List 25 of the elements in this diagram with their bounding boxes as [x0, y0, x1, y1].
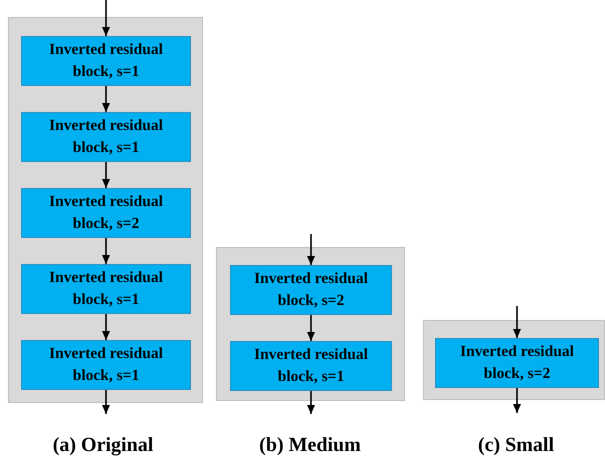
arrow — [513, 388, 521, 413]
process-box: Inverted residual block, s=2 — [230, 265, 392, 315]
panel-background — [216, 247, 405, 401]
arrow — [307, 315, 315, 341]
process-box: Inverted residual block, s=2 — [21, 188, 191, 238]
panel-caption: (a) Original — [52, 434, 154, 457]
arrow — [307, 234, 315, 265]
arrow — [102, 238, 110, 264]
panel-background — [423, 320, 605, 400]
arrow — [102, 162, 110, 188]
process-box: Inverted residual block, s=1 — [230, 341, 392, 391]
panel-caption: (b) Medium — [259, 434, 361, 457]
panel-caption: (c) Small — [478, 434, 554, 457]
arrow — [102, 0, 110, 36]
process-box: Inverted residual block, s=2 — [435, 338, 599, 388]
process-box: Inverted residual block, s=1 — [21, 112, 191, 162]
process-box: Inverted residual block, s=1 — [21, 36, 191, 86]
arrow — [102, 314, 110, 340]
arrow — [102, 86, 110, 112]
process-box: Inverted residual block, s=1 — [21, 264, 191, 314]
arrow — [102, 390, 110, 414]
arrow — [513, 306, 521, 338]
arrow — [307, 391, 315, 414]
process-box: Inverted residual block, s=1 — [21, 340, 191, 390]
panel-background — [8, 17, 203, 403]
